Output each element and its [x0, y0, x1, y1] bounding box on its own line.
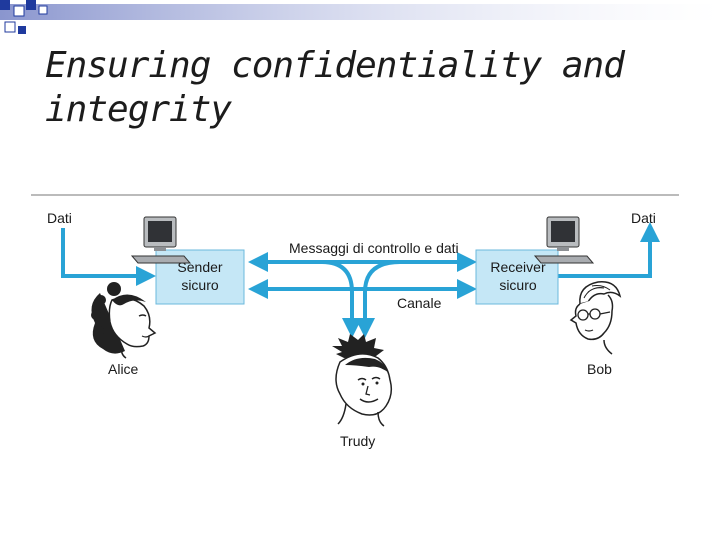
data-in-arrow: [61, 228, 156, 286]
tap-arrow-right: [355, 260, 401, 338]
trudy-figure-icon: [332, 334, 393, 427]
channel-caption: Messaggi di controllo e dati: [289, 240, 459, 256]
deco-square: [13, 5, 25, 17]
deco-square: [4, 21, 16, 33]
receiver-box-line1: Receiver: [490, 259, 546, 275]
bob-figure-icon: [569, 281, 622, 355]
alice-figure-icon: [91, 282, 157, 359]
receiver-box-line2: sicuro: [499, 277, 537, 293]
right-data-label: Dati: [631, 210, 656, 226]
trudy-label: Trudy: [340, 433, 375, 449]
computer-icon: [130, 216, 192, 264]
bob-label: Bob: [587, 361, 612, 377]
deco-square: [18, 26, 26, 34]
tap-arrow-left: [321, 260, 362, 338]
top-gradient-bar: [0, 4, 720, 20]
deco-square: [26, 0, 36, 10]
left-data-label: Dati: [47, 210, 72, 226]
channel-label: Canale: [397, 295, 442, 311]
data-out-arrow: [558, 222, 660, 278]
deco-square: [0, 0, 10, 10]
slide-decoration: [0, 0, 720, 34]
deco-square: [38, 5, 48, 15]
slide-title: Ensuring confidentiality and integrity: [45, 45, 625, 130]
computer-icon: [533, 216, 595, 264]
sender-box-line2: sicuro: [181, 277, 219, 293]
alice-label: Alice: [108, 361, 139, 377]
